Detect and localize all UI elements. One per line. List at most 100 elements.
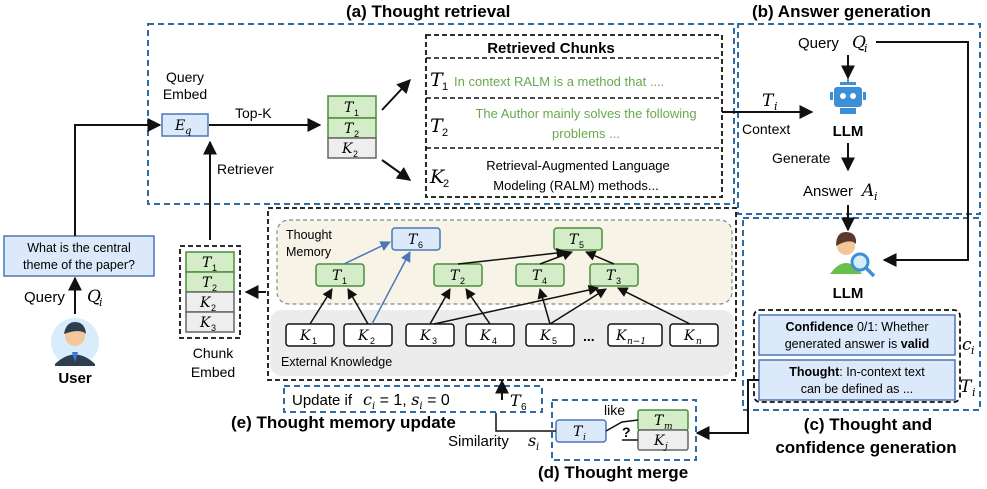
- query-embed-label-2: Embed: [163, 86, 207, 102]
- arrow-merge-to-update: [495, 413, 556, 432]
- svg-text:2: 2: [212, 283, 217, 293]
- svg-text:T: T: [344, 121, 355, 137]
- svg-text:T: T: [332, 268, 343, 284]
- svg-text:1: 1: [212, 263, 217, 273]
- svg-text:T: T: [430, 115, 444, 137]
- thought-node-t4: T 4: [515, 263, 565, 287]
- svg-text:T: T: [202, 255, 213, 271]
- section-e-title: (e) Thought memory update: [231, 413, 456, 432]
- svg-text:Query: Query: [24, 289, 65, 306]
- memory-edges: [309, 247, 691, 325]
- svg-text:K: K: [299, 328, 312, 344]
- svg-text:The Author mainly solves the f: The Author mainly solves the following: [475, 106, 696, 121]
- thought-node-t6: T 6: [391, 227, 441, 251]
- svg-text:s: s: [528, 431, 536, 450]
- retriever-label: Retriever: [217, 161, 274, 177]
- arrow-question-to-eq: [74, 118, 162, 236]
- svg-text:5: 5: [552, 336, 557, 346]
- like-label: like: [604, 402, 625, 418]
- confidence-box: [758, 314, 956, 356]
- merge-kj-box: K j: [637, 429, 689, 452]
- svg-text:Similarity: Similarity: [448, 433, 509, 450]
- svg-text:j: j: [663, 442, 668, 452]
- svg-text:m: m: [664, 422, 673, 432]
- knowledge-node-k5: K 5: [525, 323, 575, 347]
- answer-ai-label: Answer A i: [803, 181, 878, 203]
- svg-text:T: T: [408, 232, 419, 248]
- knowledge-node-k1: K 1: [285, 323, 335, 347]
- thought-memory-region: [276, 219, 733, 305]
- update-condition: Update if ci = 1, si = 0: [292, 390, 450, 412]
- confidence-frame: [753, 309, 961, 403]
- thought-line-1: Thought: In-context text: [789, 365, 925, 379]
- svg-text:K: K: [341, 141, 354, 157]
- svg-text:Query: Query: [798, 35, 839, 52]
- answer-query-label: Query Q i: [798, 33, 868, 55]
- svg-text:3: 3: [616, 276, 621, 286]
- confidence-line-2: generated answer is valid: [785, 337, 930, 351]
- svg-text:i: i: [536, 442, 539, 453]
- thought-memory-label-2: Memory: [286, 245, 332, 259]
- question-line-2: theme of the paper?: [23, 258, 135, 272]
- svg-text:2: 2: [353, 149, 358, 159]
- svg-text:K: K: [539, 328, 552, 344]
- context-ti-label: T i: [762, 91, 778, 113]
- chunk-embed-label-2: Embed: [191, 364, 235, 380]
- external-knowledge-label: External Knowledge: [281, 355, 392, 369]
- svg-text:T: T: [960, 377, 973, 397]
- section-a-frame: [147, 23, 735, 205]
- svg-text:T: T: [573, 424, 584, 440]
- retrieved-chunks-title: Retrieved Chunks: [487, 40, 615, 57]
- chunk-embed-stack: T 1 T 2 K 2 K 3: [185, 251, 235, 333]
- merge-like-connector: [605, 419, 639, 432]
- svg-text:4: 4: [492, 336, 497, 346]
- svg-text:i: i: [583, 433, 586, 443]
- question-mark: ?: [622, 424, 631, 440]
- svg-text:i: i: [972, 386, 976, 399]
- section-b-title: (b) Answer generation: [752, 2, 931, 21]
- merge-ti-box: T i: [555, 419, 607, 443]
- section-c-frame: [742, 217, 981, 411]
- svg-text:Modeling (RALM) methods...: Modeling (RALM) methods...: [493, 178, 658, 193]
- svg-text:T: T: [430, 69, 444, 91]
- svg-text:Q: Q: [852, 33, 866, 53]
- svg-text:6: 6: [418, 240, 423, 250]
- t6-edges: [343, 241, 411, 325]
- svg-text:c: c: [962, 335, 972, 355]
- svg-text:3: 3: [432, 336, 437, 346]
- thought-node-t1: T 1: [315, 263, 365, 287]
- svg-text:Answer: Answer: [803, 183, 853, 200]
- knowledge-node-kn-1: K n−1: [607, 323, 663, 347]
- confidence-line-1: Confidence 0/1: Whether: [785, 320, 928, 334]
- svg-text:T: T: [344, 100, 355, 116]
- svg-text:E: E: [174, 118, 185, 134]
- svg-text:K: K: [429, 166, 446, 188]
- llm-label-b: LLM: [833, 123, 864, 140]
- knowledge-node-k2: K 2: [343, 323, 393, 347]
- generate-label: Generate: [772, 150, 831, 166]
- svg-text:T: T: [654, 413, 665, 429]
- context-label: Context: [742, 121, 790, 137]
- svg-text:Update if: Update if: [292, 392, 353, 409]
- knowledge-node-kn: K n: [669, 323, 719, 347]
- svg-text:2: 2: [370, 336, 375, 346]
- svg-text:i: i: [971, 344, 975, 357]
- svg-text:1: 1: [354, 108, 359, 118]
- thought-node-t5: T 5: [553, 227, 603, 251]
- chunk-3: K 2 Retrieval-Augmented Language Modelin…: [429, 158, 670, 193]
- svg-text:T: T: [450, 268, 461, 284]
- arrow-thought-to-merge: [695, 379, 759, 440]
- robot-icon: [830, 78, 866, 114]
- section-c-title-1: (c) Thought and: [804, 415, 932, 434]
- section-b-frame: [737, 23, 981, 215]
- svg-text:n−1: n−1: [627, 337, 646, 347]
- question-box: [3, 235, 155, 277]
- retrieved-chunks-frame: [425, 34, 723, 198]
- question-line-1: What is the central: [27, 241, 131, 255]
- chunk-2: T 2 The Author mainly solves the followi…: [430, 106, 697, 141]
- ti-label: T i: [960, 377, 976, 399]
- section-c-title-2: confidence generation: [775, 438, 956, 457]
- svg-text:T: T: [510, 391, 522, 410]
- arrow-stack-to-chunk3: [381, 159, 412, 181]
- query-qi-label: Query Q i: [24, 287, 103, 309]
